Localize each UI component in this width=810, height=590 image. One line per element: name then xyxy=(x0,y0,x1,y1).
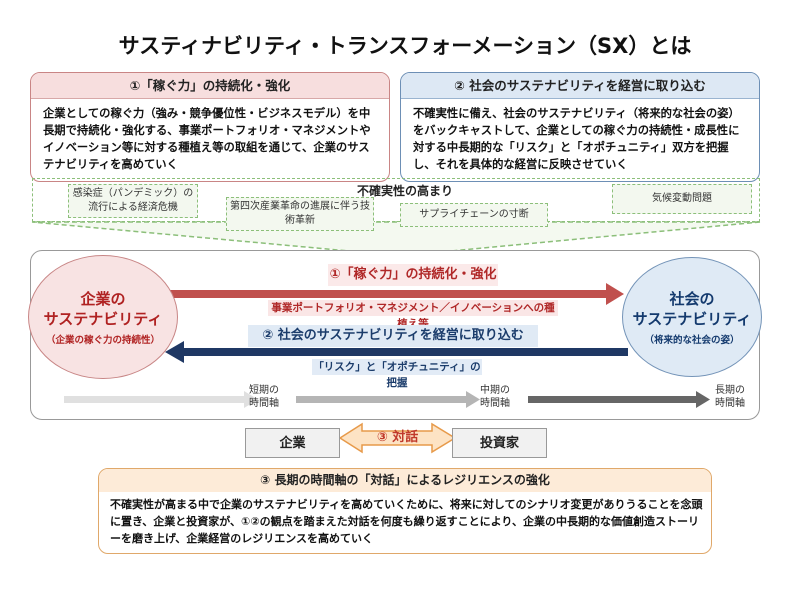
arrow1-sublabel: 事業ポートフォリオ・マネジメント／イノベーションへの種植え等 xyxy=(268,300,558,330)
axis-long-head xyxy=(696,391,710,408)
corporate-sustainability-subtitle: （企業の稼ぐ力の持続性） xyxy=(45,334,160,346)
arrow1-head xyxy=(606,283,624,305)
axis-mid-label: 中期の 時間軸 xyxy=(465,384,525,410)
corporate-sustainability-title-1: 企業の xyxy=(80,289,126,308)
uncertainty-factor-climate: 気候変動問題 xyxy=(612,184,752,214)
corporate-sustainability-circle: 企業の サステナビリティ （企業の稼ぐ力の持続性） xyxy=(28,255,178,379)
arrow1-label: ①「稼ぐ力」の持続化・強化 xyxy=(328,264,498,286)
arrow1-shaft xyxy=(162,290,610,298)
uncertainty-band xyxy=(32,178,760,222)
box-social-sustainability-header: ② 社会のサステナビリティを経営に取り込む xyxy=(401,73,759,99)
social-sustainability-subtitle: （将来的な社会の姿） xyxy=(644,334,740,346)
axis-long-label-line2: 時間軸 xyxy=(715,398,745,409)
box-resilience-header: ③ 長期の時間軸の「対話」によるレジリエンスの強化 xyxy=(99,469,711,492)
social-sustainability-title-1: 社会の xyxy=(669,289,715,308)
social-sustainability-circle: 社会の サステナビリティ （将来的な社会の姿） xyxy=(622,257,762,377)
axis-long-label-line1: 長期の xyxy=(715,385,745,396)
box-earning-power: ①「稼ぐ力」の持続化・強化 企業としての稼ぐ力（強み・競争優位性・ビジネスモデル… xyxy=(30,72,390,182)
arrow2-label: ② 社会のサステナビリティを経営に取り込む xyxy=(248,325,538,347)
axis-short-label-line1: 短期の xyxy=(249,385,279,396)
arrow2-shaft xyxy=(180,348,628,356)
axis-short-bar xyxy=(64,396,246,403)
box-earning-power-header: ①「稼ぐ力」の持続化・強化 xyxy=(31,73,389,99)
party-investor: 投資家 xyxy=(452,428,547,458)
corporate-sustainability-title-2: サステナビリティ xyxy=(43,309,163,328)
axis-short-label: 短期の 時間軸 xyxy=(234,384,294,410)
box-social-sustainability: ② 社会のサステナビリティを経営に取り込む 不確実性に備え、社会のサステナビリテ… xyxy=(400,72,760,182)
box-social-sustainability-body: 不確実性に備え、社会のサステナビリティ（将来的な社会の姿）をバックキャストして、… xyxy=(413,107,740,171)
arrow2-sublabel: 「リスク」と「オポチュニティ」の把握 xyxy=(312,359,482,389)
dialogue-label: ③ 対話 xyxy=(376,430,419,445)
axis-mid-head xyxy=(466,391,480,408)
box-resilience-body: 不確実性が高まる中で企業のサステナビリティを高めていくために、将来に対してのシナ… xyxy=(110,498,703,545)
box-earning-power-body: 企業としての稼ぐ力（強み・競争優位性・ビジネスモデル）を中長期で持続化・強化する… xyxy=(43,107,371,171)
uncertainty-factor-supply-chain: サプライチェーンの寸断 xyxy=(400,203,548,227)
axis-mid-label-line1: 中期の xyxy=(480,385,510,396)
axis-short-label-line2: 時間軸 xyxy=(249,398,279,409)
uncertainty-title: 不確実性の高まり xyxy=(356,184,453,198)
axis-mid-label-line2: 時間軸 xyxy=(480,398,510,409)
party-company: 企業 xyxy=(245,428,340,458)
axis-mid-bar xyxy=(296,396,468,403)
uncertainty-factor-pandemic: 感染症（パンデミック）の流行による経済危機 xyxy=(68,184,198,218)
uncertainty-factor-tech: 第四次産業革命の進展に伴う技術革新 xyxy=(226,197,374,231)
social-sustainability-title-2: サステナビリティ xyxy=(632,309,752,328)
page-title: サスティナビリティ・トランスフォーメーション（SX）とは xyxy=(118,34,692,58)
arrow2-head xyxy=(165,341,184,363)
axis-long-bar xyxy=(528,396,698,403)
axis-short-head xyxy=(244,391,258,408)
axis-long-label: 長期の 時間軸 xyxy=(700,384,760,410)
